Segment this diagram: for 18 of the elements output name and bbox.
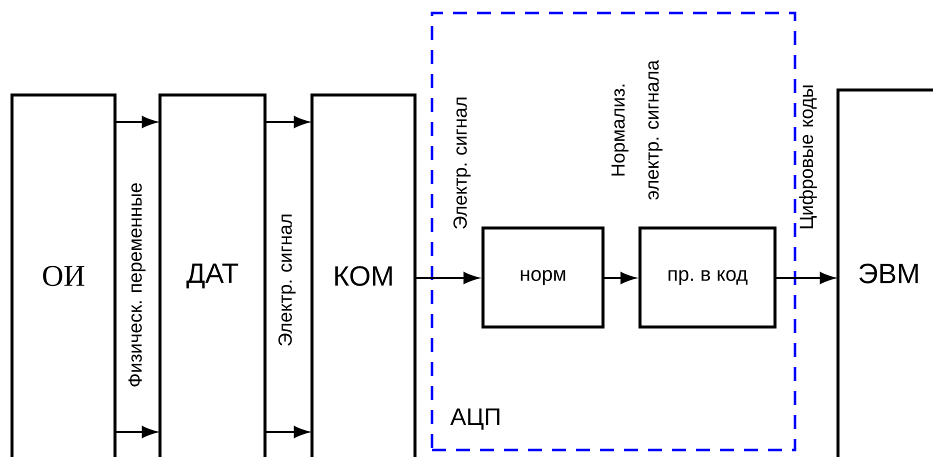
block-box: ДАТ	[158, 94, 266, 457]
arrow	[115, 426, 157, 438]
edge-label: Физическ. переменные	[128, 183, 146, 386]
block-box: КОМ	[310, 94, 416, 457]
edge-label: Цифровые коды	[799, 86, 817, 228]
arrow	[604, 272, 636, 284]
block-box: ЭВМ	[836, 88, 933, 457]
block-box: ОИ	[10, 94, 116, 457]
arrow	[115, 116, 157, 128]
arrow	[415, 272, 478, 284]
arrow	[776, 272, 835, 284]
edge-label: Электр. сигнал	[278, 214, 296, 346]
process-box: норм	[482, 226, 604, 328]
arrow	[265, 426, 309, 438]
process-box: пр. в код	[638, 226, 776, 328]
edge-label: Электр. сигнал	[453, 98, 471, 229]
edge-label: Нормализ. электр. сигнала	[612, 60, 662, 200]
arrow	[265, 116, 309, 128]
